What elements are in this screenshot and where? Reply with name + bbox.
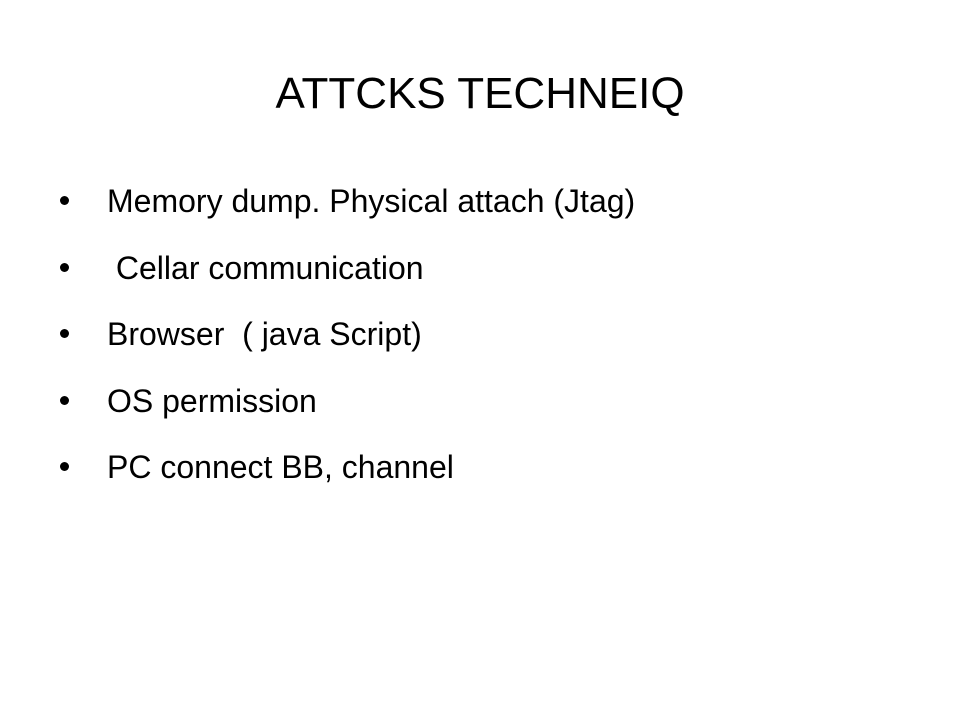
bullet-text: Browser ( java Script) [107,316,422,352]
bullet-text: OS permission [107,382,317,419]
bullet-icon [60,395,69,405]
bullet-icon [60,262,69,272]
bullet-icon [60,462,69,471]
bullet-icon [60,196,69,205]
list-item: Cellar communication [60,235,910,302]
list-item: PC connect BB, channel [60,434,910,501]
bullet-list: Memory dump. Physical attach (Jtag) Cell… [60,168,910,501]
list-item: Browser ( java Script) [60,301,910,368]
bullet-icon [60,329,69,338]
slide-title: ATTCKS TECHNEIQ [275,69,685,118]
list-item: OS permission [60,368,910,435]
bullet-text: Cellar communication [107,249,424,286]
list-item: Memory dump. Physical attach (Jtag) [60,168,910,235]
bullet-text: Memory dump. Physical attach (Jtag) [107,183,636,219]
bullet-text: PC connect BB, channel [107,449,454,485]
